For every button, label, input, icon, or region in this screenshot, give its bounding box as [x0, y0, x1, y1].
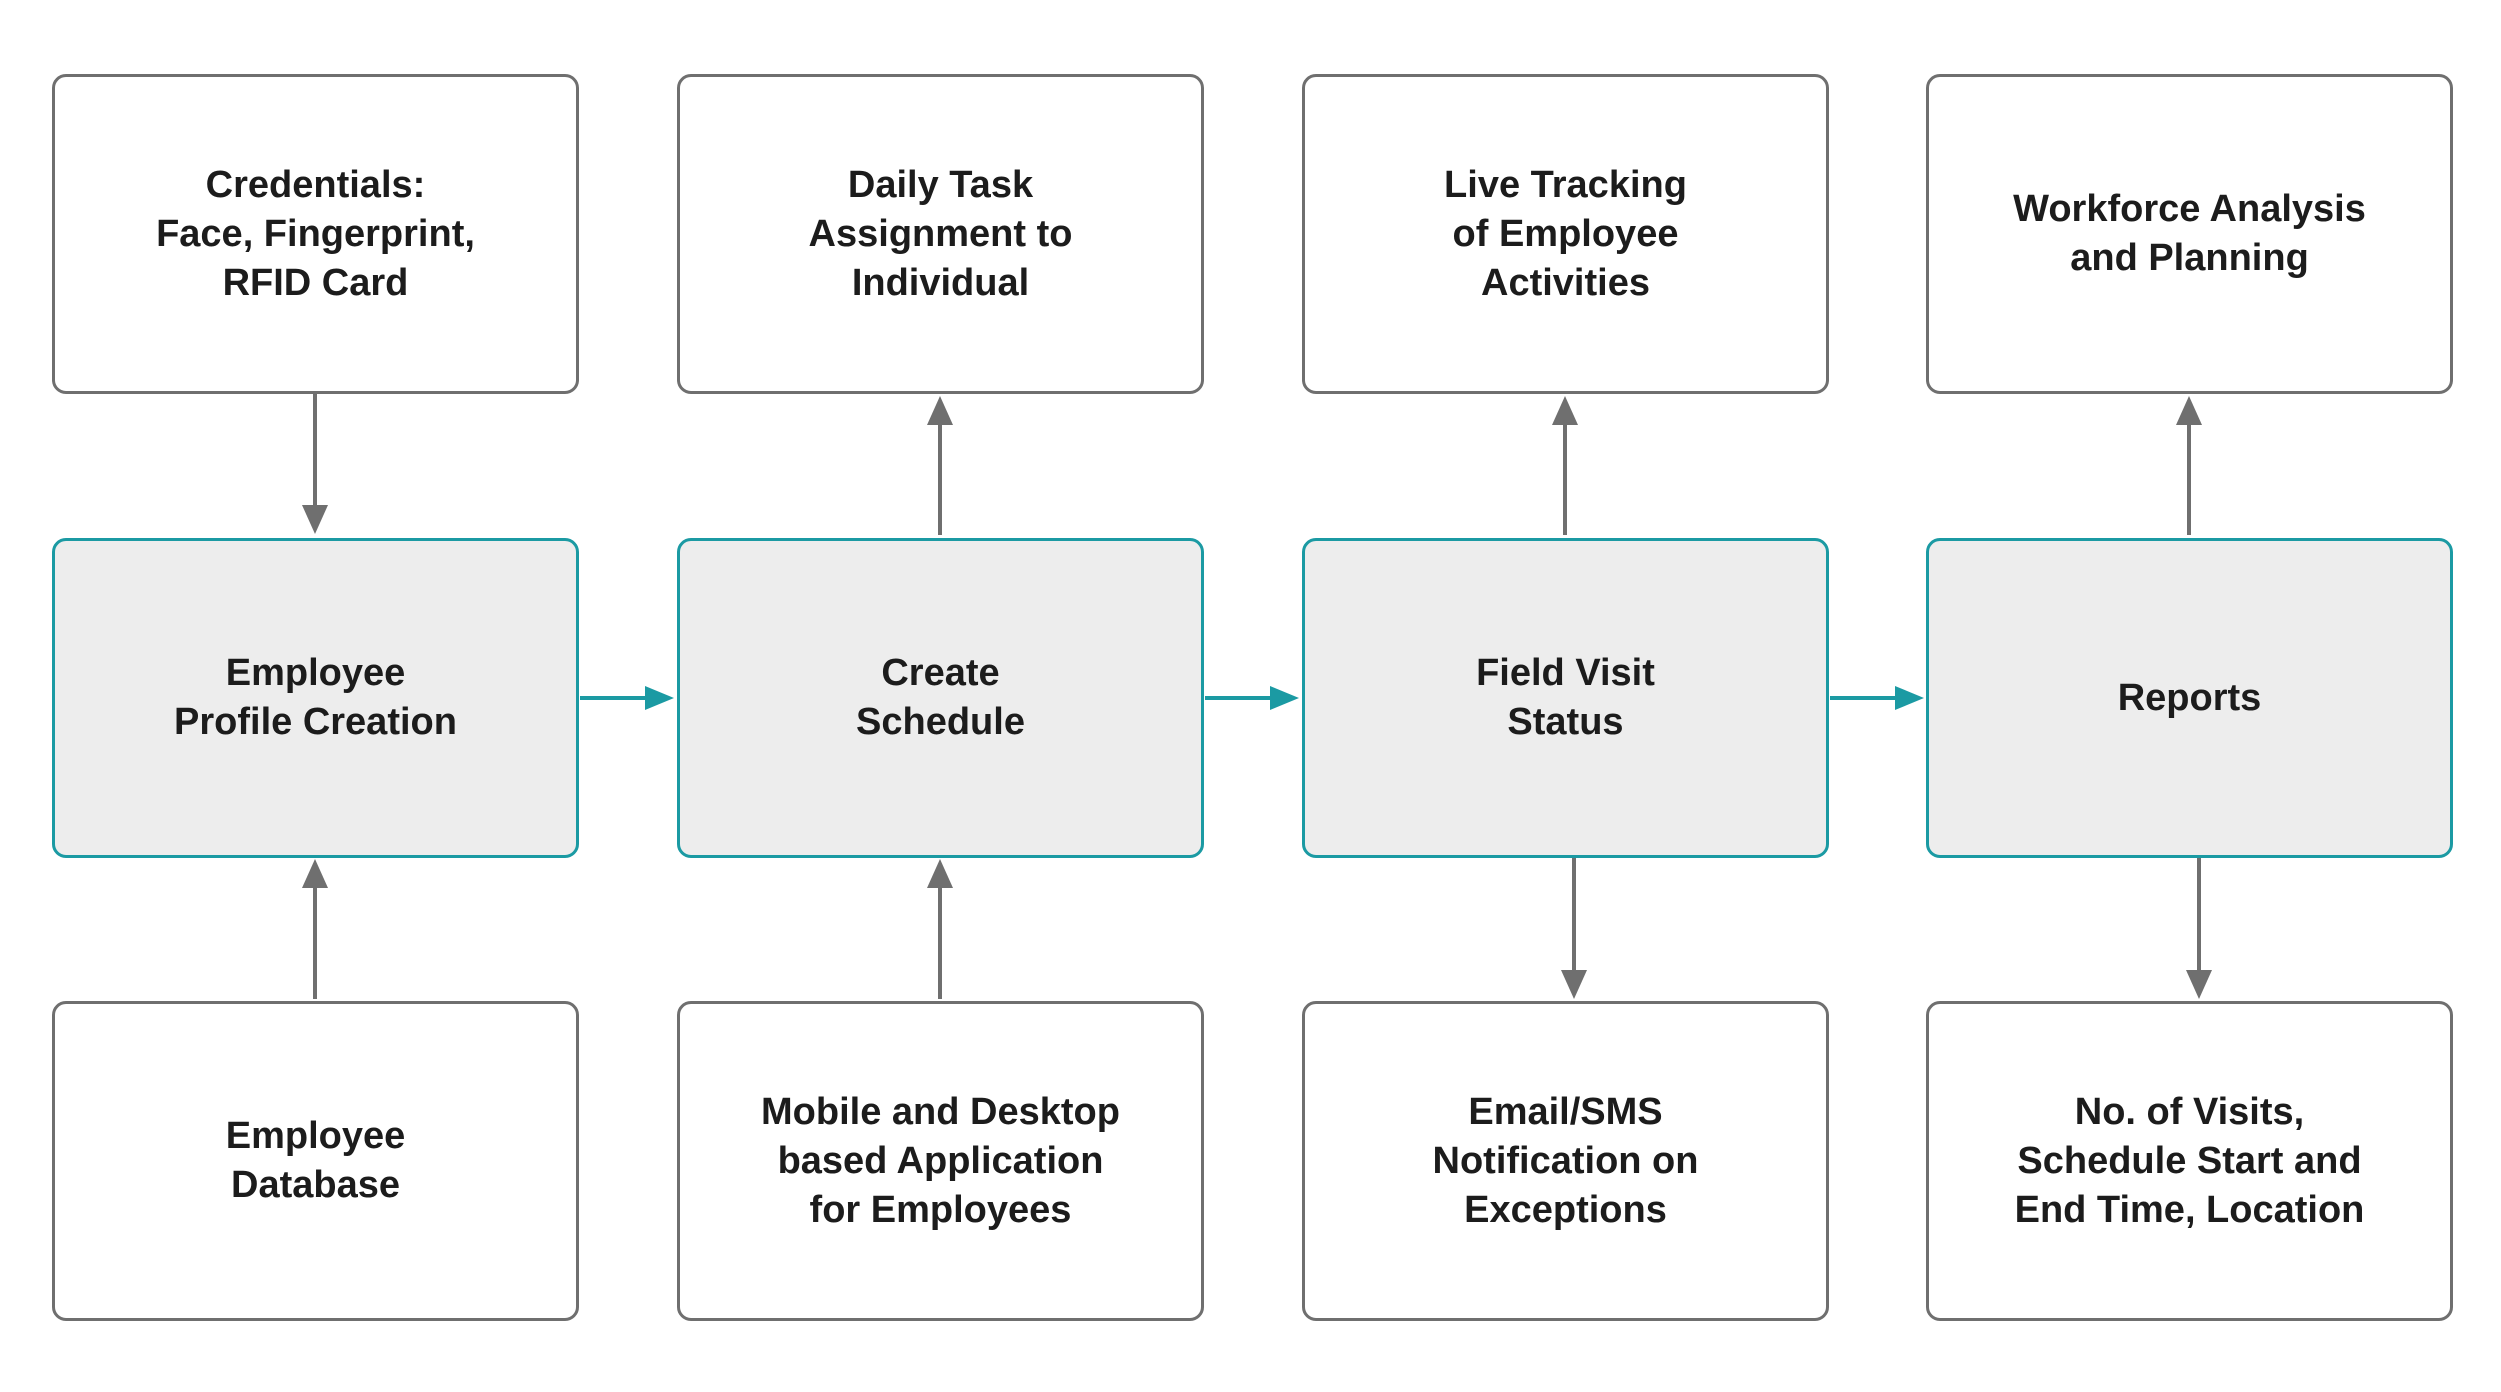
arrow-profile-to-schedule: [580, 686, 674, 710]
workforce-analysis-label: Workforce Analysis and Planning: [2013, 188, 2366, 279]
employee-profile-creation-box: Employee Profile Creation: [52, 538, 579, 858]
notification-label: Email/SMS Notification on Exceptions: [1432, 1090, 1699, 1231]
arrow-application-to-schedule: [927, 859, 953, 999]
employee-database-label: Employee Database: [225, 1115, 406, 1206]
arrow-reports-to-workforce: [2176, 396, 2202, 535]
workforce-analysis-box: Workforce Analysis and Planning: [1926, 74, 2453, 394]
live-tracking-label: Live Tracking of Employee Activities: [1444, 163, 1687, 304]
credentials-label: Credentials: Face, Fingerprint, RFID Car…: [156, 163, 475, 304]
reports-box: Reports: [1926, 538, 2453, 858]
arrow-field-visit-to-notification: [1561, 858, 1587, 999]
arrow-schedule-to-daily-task: [927, 396, 953, 535]
visits-schedule-label: No. of Visits, Schedule Start and End Ti…: [2014, 1090, 2365, 1231]
create-schedule-box: Create Schedule: [677, 538, 1204, 858]
credentials-box: Credentials: Face, Fingerprint, RFID Car…: [52, 74, 579, 394]
field-visit-status-box: Field Visit Status: [1302, 538, 1829, 858]
daily-task-label: Daily Task Assignment to Individual: [808, 163, 1073, 304]
employee-database-box: Employee Database: [52, 1001, 579, 1321]
daily-task-box: Daily Task Assignment to Individual: [677, 74, 1204, 394]
notification-box: Email/SMS Notification on Exceptions: [1302, 1001, 1829, 1321]
application-box: Mobile and Desktop based Application for…: [677, 1001, 1204, 1321]
arrow-reports-to-visits: [2186, 858, 2212, 999]
reports-label: Reports: [2117, 676, 2262, 719]
arrow-field-visit-to-live-tracking: [1552, 396, 1578, 535]
visits-schedule-box: No. of Visits, Schedule Start and End Ti…: [1926, 1001, 2453, 1321]
arrow-database-to-profile: [302, 859, 328, 999]
application-label: Mobile and Desktop based Application for…: [761, 1090, 1120, 1231]
arrow-schedule-to-field-visit: [1205, 686, 1299, 710]
employee-profile-creation-label: Employee Profile Creation: [174, 652, 457, 743]
arrow-credentials-to-profile: [302, 394, 328, 534]
field-visit-status-label: Field Visit Status: [1476, 652, 1655, 743]
live-tracking-box: Live Tracking of Employee Activities: [1302, 74, 1829, 394]
arrow-field-visit-to-reports: [1830, 686, 1924, 710]
create-schedule-label: Create Schedule: [856, 652, 1025, 743]
